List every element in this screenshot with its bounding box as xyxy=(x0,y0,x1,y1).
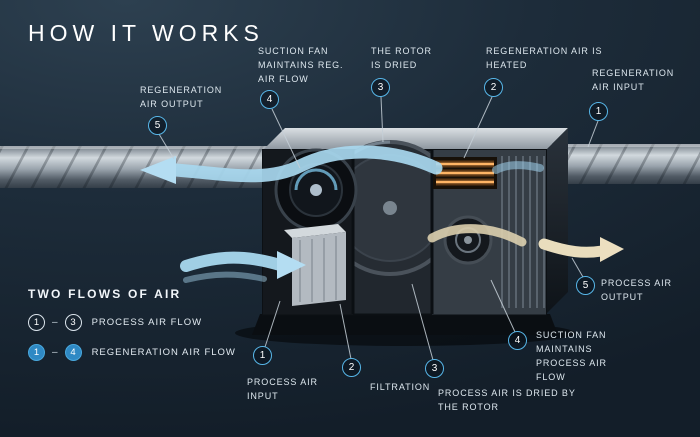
regeneration-flow-arrow xyxy=(140,145,544,184)
callout-bottom-3-badge: 3 xyxy=(425,359,444,378)
legend-row-regeneration-air: 1 – 4 REGENERATION AIR FLOW xyxy=(28,344,236,361)
callout-suction-fan-reg: SUCTION FAN MAINTAINS REG. AIR FLOW xyxy=(258,46,344,84)
callout-filtration: FILTRATION xyxy=(370,382,431,392)
legend-dash: – xyxy=(52,347,58,358)
process-dried-arrow xyxy=(427,224,527,247)
callout-process-air-input: PROCESS AIR INPUT xyxy=(247,377,318,401)
callout-bottom-5-badge: 5 xyxy=(576,276,595,295)
callout-lines xyxy=(158,96,599,361)
filter-box xyxy=(284,224,346,306)
callout-top-4-badge: 4 xyxy=(260,90,279,109)
legend: TWO FLOWS OF AIR 1 – 3 PROCESS AIR FLOW … xyxy=(28,287,236,361)
callout-top-2-badge: 2 xyxy=(484,78,503,97)
callout-top-5-badge: 5 xyxy=(148,116,167,135)
legend-label-regeneration: REGENERATION AIR FLOW xyxy=(91,347,236,358)
callout-top-1-badge: 1 xyxy=(589,102,608,121)
legend-row-process-air: 1 – 3 PROCESS AIR FLOW xyxy=(28,314,236,331)
callout-rotor-dried: THE ROTOR IS DRIED xyxy=(371,46,432,70)
callout-process-air-output: PROCESS AIR OUTPUT xyxy=(601,278,672,302)
callout-bottom-1-badge: 1 xyxy=(253,346,272,365)
callout-top-3-badge: 3 xyxy=(371,78,390,97)
page-title: HOW IT WORKS xyxy=(28,20,264,46)
process-output-arrow xyxy=(538,237,624,262)
callout-regeneration-air-input: REGENERATION AIR INPUT xyxy=(592,68,675,92)
process-input-arrow xyxy=(180,251,306,283)
left-duct xyxy=(0,146,268,188)
legend-title: TWO FLOWS OF AIR xyxy=(28,287,182,301)
right-duct xyxy=(546,144,700,184)
legend-badge-3: 3 xyxy=(64,314,82,331)
callout-suction-fan-process: SUCTION FAN MAINTAINS PROCESS AIR FLOW xyxy=(536,330,607,382)
legend-badge-4-blue: 4 xyxy=(64,344,82,361)
callout-bottom-4-badge: 4 xyxy=(508,331,527,350)
legend-dash: – xyxy=(52,317,58,328)
legend-badge-1-blue: 1 xyxy=(28,344,45,361)
callout-regeneration-air-output: REGENERATION AIR OUTPUT xyxy=(140,85,223,109)
process-fan-icon xyxy=(443,215,493,265)
legend-label-process: PROCESS AIR FLOW xyxy=(91,317,203,328)
callout-process-air-dried: PROCESS AIR IS DRIED BY THE ROTOR xyxy=(438,388,576,412)
callout-air-heated: REGENERATION AIR IS HEATED xyxy=(486,46,603,70)
callout-bottom-2-badge: 2 xyxy=(342,358,361,377)
legend-badge-1: 1 xyxy=(28,314,45,331)
machine-base xyxy=(252,314,558,335)
heater xyxy=(433,157,497,189)
rotor xyxy=(322,140,458,276)
